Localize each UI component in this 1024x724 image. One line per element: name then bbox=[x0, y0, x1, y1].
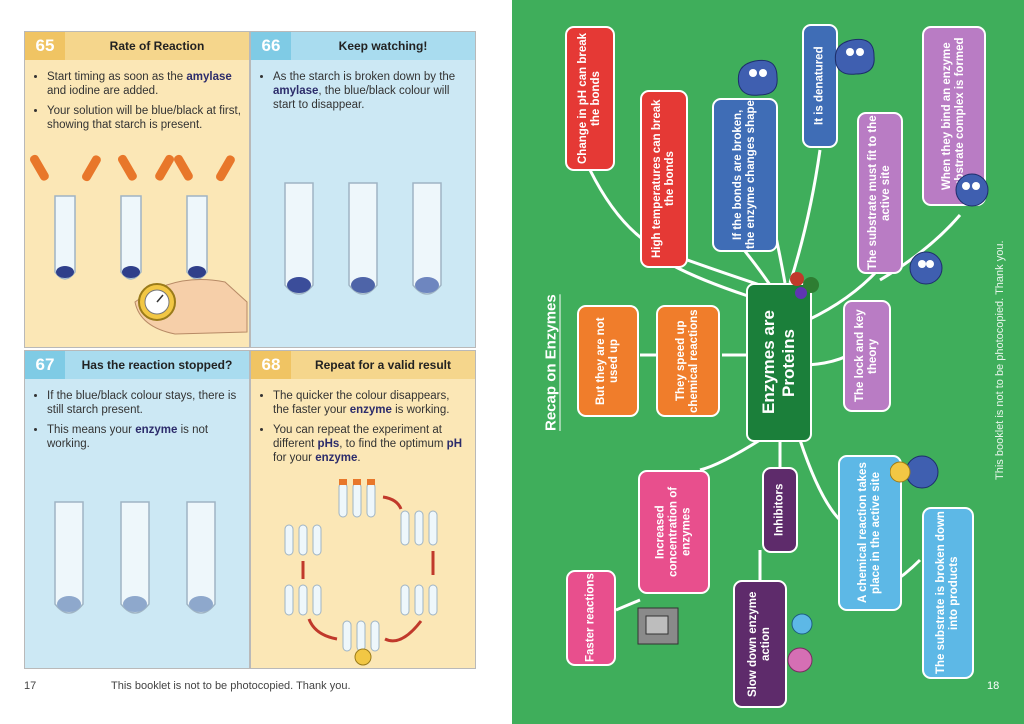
panel-title: Repeat for a valid result bbox=[314, 358, 452, 372]
node-substrate-fit: The substrate must fit to the active sit… bbox=[857, 112, 903, 274]
hand-with-stopwatch-icon bbox=[134, 279, 248, 335]
left-page: 65 Rate of Reaction Start timing as soon… bbox=[0, 0, 512, 724]
node-high-temperature: High temperatures can break the bonds bbox=[640, 90, 688, 268]
side-footer-note: This booklet is not to be photocopied. T… bbox=[994, 240, 1006, 480]
panel-title: Rate of Reaction bbox=[109, 39, 205, 53]
node-broken-down-products: The substrate is broken down into produc… bbox=[922, 507, 974, 679]
inhibitor-character-icon bbox=[637, 607, 679, 645]
test-tubes-illustration bbox=[54, 501, 216, 614]
repeat-cycle-illustration bbox=[284, 479, 438, 666]
bullet: This means your enzyme is not working. bbox=[47, 423, 241, 451]
test-tubes-illustration bbox=[284, 182, 442, 295]
node-increased-concentration: Increased concentration of enzymes bbox=[638, 470, 710, 594]
panel-number: 67 bbox=[25, 351, 65, 379]
panel-title: Keep watching! bbox=[338, 39, 428, 53]
panel-number: 68 bbox=[251, 351, 291, 379]
pipette-icon bbox=[30, 154, 235, 182]
bullet: As the starch is broken down by the amyl… bbox=[273, 70, 467, 112]
footer-note: This booklet is not to be photocopied. T… bbox=[111, 680, 351, 692]
panel-title: Has the reaction stopped? bbox=[81, 358, 233, 372]
panel-bullets: The quicker the colour disappears, the f… bbox=[261, 389, 467, 471]
bullet: Your solution will be blue/black at firs… bbox=[47, 104, 241, 132]
panel-number: 65 bbox=[25, 32, 65, 60]
panel-bullets: As the starch is broken down by the amyl… bbox=[261, 70, 467, 118]
node-faster-reactions: Faster reactions bbox=[566, 570, 616, 666]
node-slow-down-enzyme: Slow down enzyme action bbox=[733, 580, 787, 708]
panel-header: 67 Has the reaction stopped? bbox=[25, 351, 249, 379]
bullet: The quicker the colour disappears, the f… bbox=[273, 389, 467, 417]
panel-header: 68 Repeat for a valid result bbox=[251, 351, 475, 379]
panel-header: 65 Rate of Reaction bbox=[25, 32, 249, 60]
test-tubes-with-pipettes-illustration bbox=[30, 154, 248, 335]
mindmap-center-node: Enzymes are Proteins bbox=[746, 283, 812, 442]
enzyme-character-icon bbox=[834, 38, 875, 75]
panel-bullets: Start timing as soon as the amylase and … bbox=[35, 70, 241, 138]
enzyme-character-icon bbox=[909, 251, 943, 285]
node-not-used-up: But they are not used up bbox=[577, 305, 639, 417]
mindmap-title: Recap on Enzymes bbox=[542, 294, 560, 432]
node-lock-and-key: The lock and key theory bbox=[843, 300, 891, 412]
panel-keep-watching: 66 Keep watching! As the starch is broke… bbox=[250, 31, 476, 348]
enzyme-character-icon bbox=[737, 59, 778, 96]
molecule-cluster-icon bbox=[790, 272, 819, 299]
panel-header: 66 Keep watching! bbox=[251, 32, 475, 60]
panel-reaction-stopped: 67 Has the reaction stopped? If the blue… bbox=[24, 350, 250, 669]
node-speed-up-reactions: They speed up chemical reactions bbox=[656, 305, 720, 417]
test-tube-icon bbox=[54, 195, 208, 280]
panel-bullets: If the blue/black colour stays, there is… bbox=[35, 389, 241, 457]
enzyme-character-icon bbox=[890, 455, 939, 489]
enzyme-character-icon bbox=[787, 613, 813, 673]
stopwatch-icon bbox=[354, 648, 372, 666]
bullet: Start timing as soon as the amylase and … bbox=[47, 70, 241, 98]
enzyme-character-icon bbox=[955, 173, 989, 207]
node-inhibitors: Inhibitors bbox=[762, 467, 798, 553]
node-enzyme-changes-shape: If the bonds are broken, the enzyme chan… bbox=[712, 98, 778, 252]
bullet: You can repeat the experiment at differe… bbox=[273, 423, 467, 465]
panel-repeat-valid-result: 68 Repeat for a valid result The quicker… bbox=[250, 350, 476, 669]
panel-number: 66 bbox=[251, 32, 291, 60]
panel-rate-of-reaction: 65 Rate of Reaction Start timing as soon… bbox=[24, 31, 250, 348]
node-ph-bonds: Change in pH can break the bonds bbox=[565, 26, 615, 171]
page-number: 17 bbox=[24, 680, 37, 692]
bullet: If the blue/black colour stays, there is… bbox=[47, 389, 241, 417]
page-number: 18 bbox=[987, 680, 1000, 692]
